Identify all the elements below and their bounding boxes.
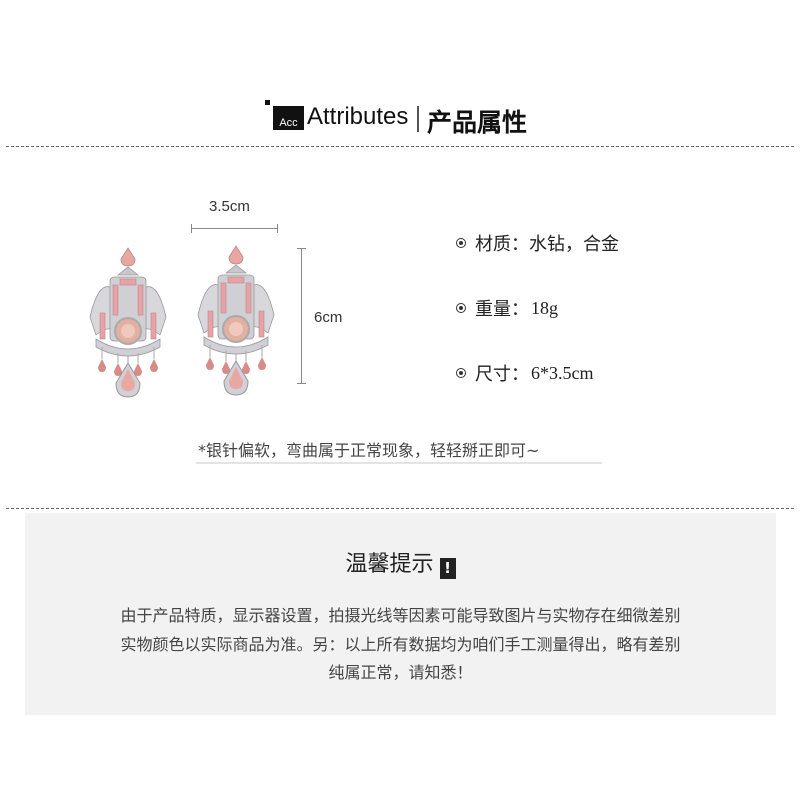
width-line bbox=[191, 228, 278, 229]
width-label: 3.5cm bbox=[209, 198, 250, 215]
bullet-icon bbox=[456, 303, 466, 313]
tips-title-text: 温馨提示 bbox=[345, 552, 434, 577]
attribute-material: 材质： 水钻，合金 bbox=[456, 230, 756, 256]
attribute-label: 重量： bbox=[475, 299, 529, 320]
height-line-tick-top bbox=[297, 248, 306, 249]
divider-top bbox=[6, 146, 794, 147]
width-line-tick-left bbox=[191, 224, 192, 233]
tips-panel: 温馨提示! 由于产品特质，显示器设置，拍摄光线等因素可能导致图片与实物存在细微差… bbox=[25, 513, 776, 715]
height-line bbox=[301, 248, 302, 383]
divider-bottom bbox=[6, 508, 794, 509]
note-text: *银针偏软，弯曲属于正常现象，轻轻掰正即可~ bbox=[198, 441, 540, 460]
height-line-tick-bottom bbox=[297, 383, 306, 384]
earrings-image bbox=[89, 245, 275, 398]
attribute-label: 尺寸： bbox=[475, 364, 529, 385]
bullet-icon bbox=[456, 238, 466, 248]
attribute-value: 18g bbox=[531, 297, 558, 318]
attribute-weight: 重量： 18g bbox=[456, 295, 756, 321]
tips-line: 纯属正常，请知悉！ bbox=[328, 663, 473, 682]
tips-title: 温馨提示! bbox=[25, 546, 776, 579]
section-header: Acc Attributes 产品属性 bbox=[0, 100, 800, 140]
header-dot bbox=[265, 100, 270, 105]
exclamation-icon: ! bbox=[439, 558, 456, 579]
attribute-label: 材质： bbox=[475, 234, 529, 255]
note-block: *银针偏软，弯曲属于正常现象，轻轻掰正即可~ bbox=[196, 437, 602, 464]
attribute-value: 水钻，合金 bbox=[529, 234, 619, 255]
header-title-en: Attributes bbox=[307, 103, 409, 130]
header-badge: Acc bbox=[273, 106, 304, 130]
tips-line: 由于产品特质，显示器设置，拍摄光线等因素可能导致图片与实物存在细微差别 bbox=[120, 606, 681, 625]
attribute-value: 6*3.5cm bbox=[531, 362, 594, 383]
note-underline bbox=[196, 462, 602, 464]
header-divider bbox=[417, 106, 419, 132]
header-title-cn: 产品属性 bbox=[427, 108, 528, 137]
bullet-icon bbox=[456, 368, 466, 378]
height-label: 6cm bbox=[314, 309, 343, 326]
attribute-size: 尺寸： 6*3.5cm bbox=[456, 360, 756, 386]
width-line-tick-right bbox=[277, 224, 278, 233]
tips-line: 实物颜色以实际商品为准。另：以上所有数据均为咱们手工测量得出，略有差别 bbox=[120, 635, 681, 654]
